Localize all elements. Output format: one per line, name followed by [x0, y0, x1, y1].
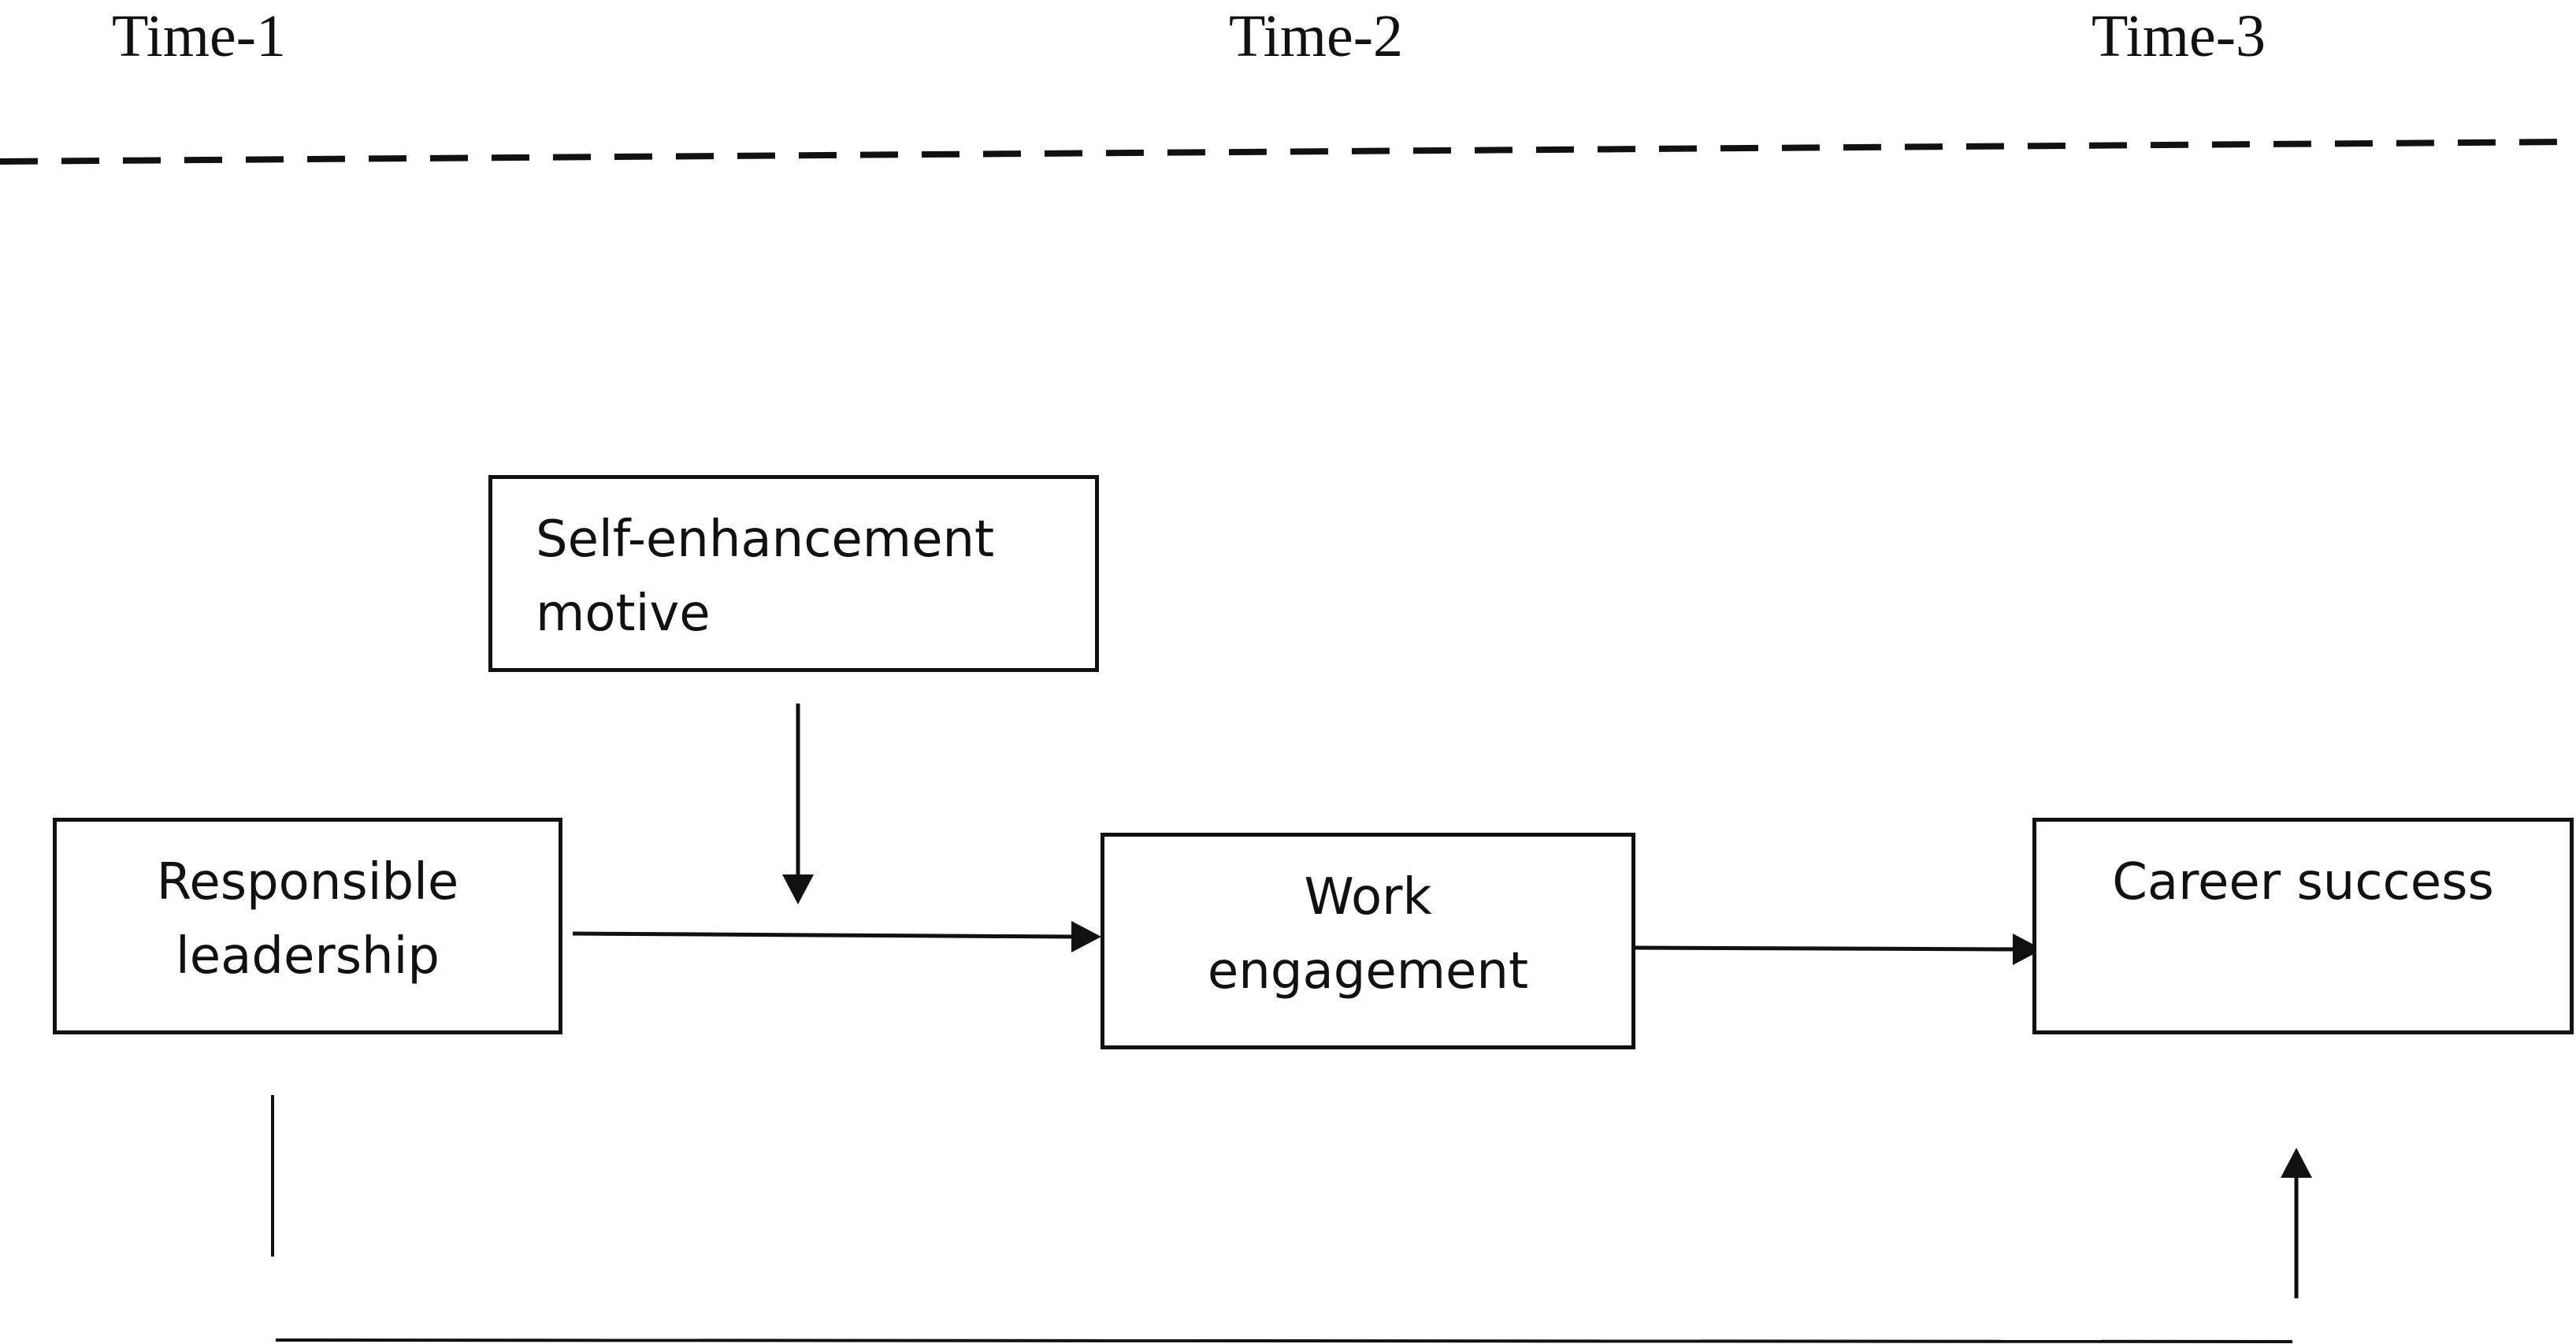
time-1-label: Time-1 [112, 3, 287, 69]
arrowhead-engagement [1071, 921, 1101, 952]
self-enhancement-motive-box: Self-enhancement motive [488, 475, 1099, 672]
arrowhead-direct [2281, 1148, 2312, 1178]
work-engagement-box: Work engagement [1101, 833, 1635, 1049]
direct-path-horizontal [275, 1338, 2293, 1343]
arrowhead-career [2013, 934, 2043, 965]
work-engagement-label: Work engagement [1207, 868, 1529, 1001]
career-success-label: Career success [2112, 853, 2494, 911]
time-2-label: Time-2 [1229, 3, 1404, 69]
career-success-box: Career success [2032, 818, 2574, 1034]
time-3-label: Time-3 [2092, 3, 2266, 69]
arrow-engagement-to-career [1634, 945, 2014, 952]
responsible-leadership-box: Responsible leadership [53, 818, 562, 1034]
arrow-leadership-to-engagement [572, 931, 1072, 939]
arrowhead-moderation [782, 874, 814, 904]
self-enhancement-motive-label: Self-enhancement motive [536, 510, 995, 643]
timeline-divider [0, 139, 2576, 165]
responsible-leadership-label: Responsible leadership [156, 853, 459, 986]
